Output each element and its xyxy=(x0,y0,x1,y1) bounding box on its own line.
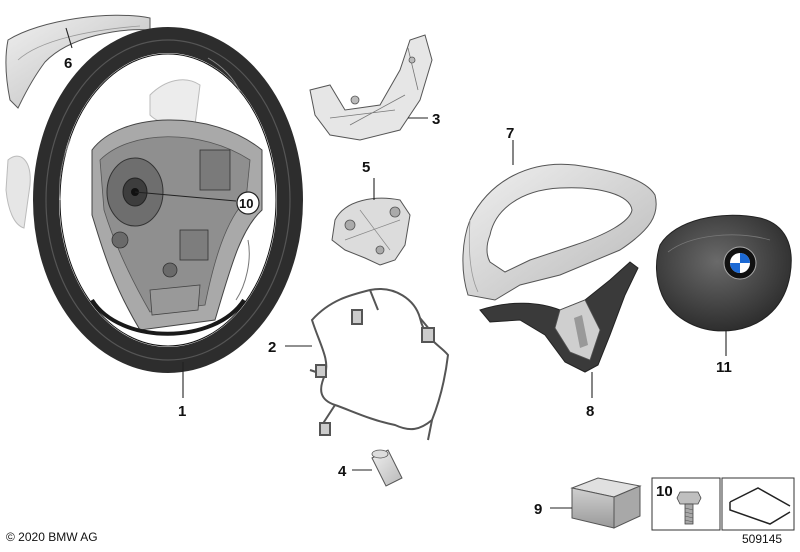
steering-wheel-drawing xyxy=(33,27,303,373)
callout-part-2: 2 xyxy=(268,339,276,356)
bolt-icon xyxy=(676,491,702,525)
wiring-harness-drawing xyxy=(309,288,450,441)
airbag-module-drawing xyxy=(656,214,792,332)
hub-callout: 10 xyxy=(236,191,260,215)
diagram-number: 509145 xyxy=(742,532,783,546)
callout-part-5: 5 xyxy=(362,159,370,176)
angle-symbol-icon xyxy=(729,487,791,525)
diagram-reference-box xyxy=(721,477,795,531)
copyright-text: © 2020 BMW AG xyxy=(6,530,98,544)
svg-text:10: 10 xyxy=(239,196,253,211)
mounting-bracket-drawing xyxy=(309,34,433,141)
callout-part-6: 6 xyxy=(64,55,72,72)
callout-part-10: 10 xyxy=(656,483,673,500)
retaining-plate-drawing xyxy=(331,197,411,266)
lower-trim-cover-drawing xyxy=(479,261,639,373)
trim-cover-upper-drawing xyxy=(5,14,201,229)
callout-part-1: 1 xyxy=(178,403,186,420)
bmw-logo-icon xyxy=(723,246,757,280)
callout-part-7: 7 xyxy=(506,125,514,142)
callout-part-4: 4 xyxy=(338,463,347,480)
callout-part-11: 11 xyxy=(716,359,732,376)
callout-part-3: 3 xyxy=(432,111,440,128)
callout-part-9: 9 xyxy=(534,501,542,518)
connector-sleeve-drawing xyxy=(371,449,403,487)
bolt-box xyxy=(651,477,721,531)
callout-part-8: 8 xyxy=(586,403,594,420)
small-parts-box-drawing xyxy=(570,477,642,529)
trim-frame-drawing xyxy=(462,163,657,301)
